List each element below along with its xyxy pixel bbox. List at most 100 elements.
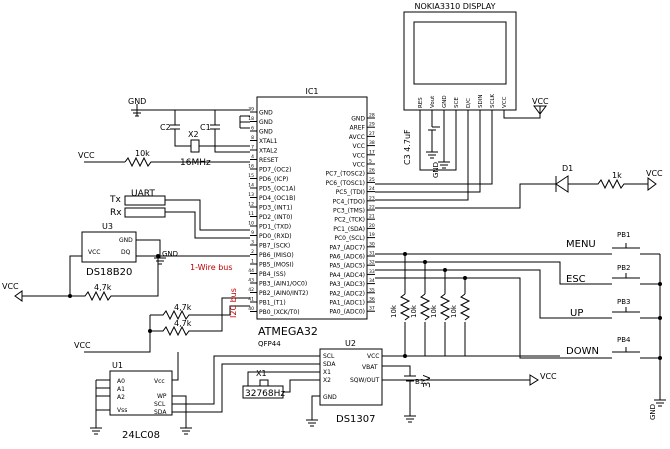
pullup-res-3: [439, 293, 451, 321]
button-label-up: UP: [570, 308, 583, 319]
ic1-right-pin-name: GND: [351, 116, 365, 123]
x1-label: X1: [256, 369, 267, 378]
wire-led: [375, 183, 556, 209]
gnd-label-osc: GND: [128, 97, 146, 106]
ic1-ref: IC1: [305, 87, 318, 96]
display-title: NOKIA3310 DISPLAY: [414, 2, 495, 11]
uart-rx: Rx: [110, 208, 122, 218]
ic1-right-pin-name: PA0_(ADC0): [329, 309, 365, 316]
u2-pin-sda: SDA: [323, 361, 336, 368]
ic1-right-pin-num: 32: [369, 260, 375, 266]
ic1-right-pin-num: 37: [369, 306, 375, 312]
cap-c3: [426, 126, 440, 159]
ic1-left-pin-num: 1: [251, 259, 254, 265]
ic1-left-pin-num: 16: [248, 164, 254, 170]
junction-pullup-vcc: [403, 354, 407, 358]
wire-display-vcc: [503, 106, 541, 119]
u2-name: DS1307: [336, 414, 376, 425]
ic1-right-pin-name: PA5_(ADC5): [329, 263, 365, 270]
u3-pin-gnd: GND: [119, 237, 133, 244]
ic1-right-pin-num: 23: [369, 195, 375, 201]
ic1-left-pin-num: 15: [248, 173, 254, 179]
ic1-left-pin-name: PB4_(SS): [259, 271, 286, 278]
vcc-arrow-u3: [14, 290, 23, 302]
ic1-left-pin-name: XTAL2: [259, 148, 278, 155]
u2-pin-x1: X1: [323, 369, 331, 376]
ic1-right-pin-name: PA7_(ADC7): [329, 244, 365, 251]
ic1-right-pin-name: PC5_(TDI): [336, 189, 365, 196]
ic1-left-pin-name: PB2_(AIN0/INT2): [259, 290, 308, 297]
ic1-right-pin-name: PC1_(SDA): [333, 226, 365, 233]
button-label-menu: MENU: [566, 239, 596, 250]
u1-pin-vss: Vss: [117, 407, 127, 414]
buttons-section: 10k 10k 10k 10k GND MENU ESC UP DOWN PB1…: [375, 231, 666, 420]
wire-pullups-top: [404, 254, 466, 294]
ic1-left-pin-num: 41: [248, 297, 254, 303]
ic1-right-pin-num: 17: [369, 149, 375, 155]
ic1-left-pin-name: PD4_(OC1B): [259, 195, 296, 202]
ic1-left-pin-num: 6: [251, 126, 254, 132]
uart-rx-connector: [124, 207, 166, 218]
led-section: D1 1k VCC: [375, 164, 663, 209]
display-pin: SCLK: [490, 94, 496, 108]
uart-tx-connector: [124, 195, 166, 206]
pullup-label-4: 10k: [450, 304, 458, 318]
resistor-led: [568, 178, 648, 190]
display-screen: [413, 21, 507, 85]
ic1-right-pin-name: PA3_(ADC3): [329, 281, 365, 288]
ic1-left-pin-name: PD2_(INT0): [259, 214, 292, 221]
pullup-res-1: [399, 293, 411, 321]
display-pin: Vout: [430, 95, 436, 108]
ic1-right-pin-name: PC3_(TMS): [333, 208, 365, 215]
ic1-right-pin-num: 20: [369, 223, 375, 229]
wire-i2c-pullup-1: [149, 305, 250, 342]
wire-i2c-pullup-2: [150, 297, 250, 337]
u2-pin-vcc: VCC: [367, 353, 379, 360]
uart-section: UART Tx Rx: [109, 189, 250, 239]
c1-label: C1: [200, 123, 211, 132]
reset-res-label: 10k: [135, 149, 150, 158]
ic1-left-pin-name: PB7_(SCK): [259, 243, 290, 250]
ic1-left-pin-num: 39: [248, 107, 254, 113]
junction-pa7: [403, 252, 407, 256]
i2c-bus-label: I2C bus: [229, 288, 238, 318]
vcc-label-reset: VCC: [78, 151, 95, 160]
ic1-right-pin-num: 33: [369, 269, 375, 275]
display-pin: D/C: [466, 98, 472, 108]
u1-name: 24LC08: [122, 430, 160, 441]
osc-freq: 16MHz: [180, 158, 211, 168]
display-pin: SCE: [454, 97, 460, 108]
wire-u1-i2c: [172, 355, 320, 413]
i2c-res1-label: 4,7k: [174, 303, 192, 312]
u2-pin-scl: SCL: [323, 353, 335, 360]
battery-voltage: 3V: [422, 375, 433, 388]
ic1-right-pin-num: 26: [369, 168, 375, 174]
oscillator-section: GND C2 C1 X2 16MHz: [128, 97, 250, 168]
ic1-left-pin-num: 40: [248, 306, 254, 312]
u1-section: U1 A0 A1 A2 Vss Vcc WP SCL SDA 24LC08: [90, 352, 320, 441]
junction-gnd-2: [658, 316, 662, 320]
ic1-right-pin-name: VCC: [353, 143, 365, 150]
ic1-right-pin-num: 30: [369, 241, 375, 247]
x2-label: X2: [188, 130, 199, 139]
ic1-right-pin-num: 25: [369, 177, 375, 183]
ic1-right-pin-name: PA4_(ADC4): [329, 272, 365, 279]
ic1-body: [256, 96, 368, 320]
led-ref: D1: [562, 164, 573, 173]
vcc-arrow-display: [533, 105, 547, 115]
wire-u2-gnd: [306, 395, 320, 427]
ic1-right-pin-num: 28: [369, 113, 375, 119]
ic1-right-pin-name: PA6_(ADC6): [329, 254, 365, 261]
ic1-right-pin-num: 5: [369, 159, 372, 165]
ic1-left-pin-name: GND: [259, 119, 273, 126]
c2-label: C2: [160, 123, 171, 132]
ic1: IC1 ATMEGA32 QFP44 GND39GND18GND6XTAL18X…: [248, 87, 375, 348]
wire-u2-vcc: [382, 355, 560, 376]
ic1-right-pin-name: PC7_(TOSC2): [325, 171, 365, 178]
ic1-right-pin-name: VCC: [353, 152, 365, 159]
button-pb2: [605, 273, 660, 285]
ic1-right-pin-num: 21: [369, 214, 375, 220]
